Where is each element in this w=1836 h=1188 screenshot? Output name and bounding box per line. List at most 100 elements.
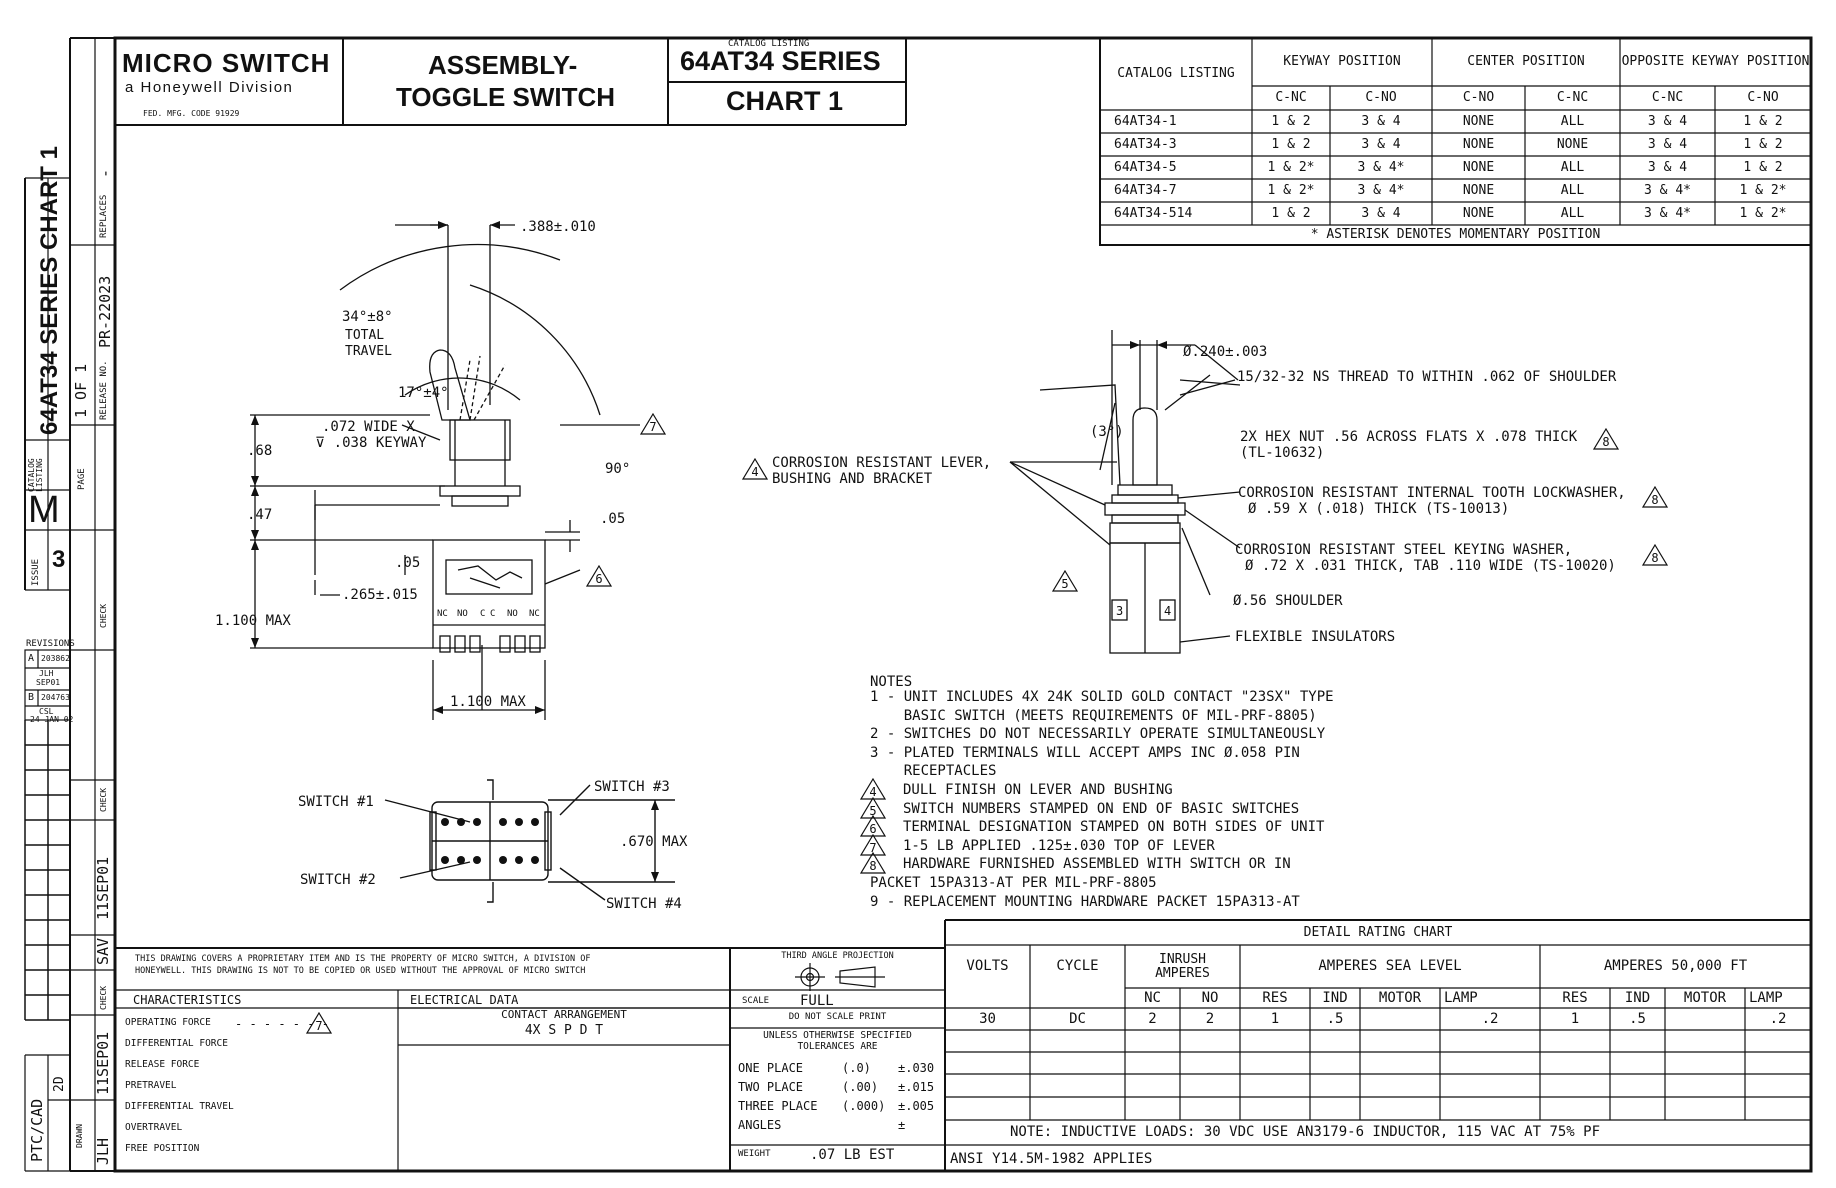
- contact-arrangement-value: 4X S P D T: [524, 1023, 604, 1039]
- catalog-footnote: * ASTERISK DENOTES MOMENTARY POSITION: [1310, 227, 1601, 243]
- note-line: SWITCH NUMBERS STAMPED ON END OF BASIC S…: [903, 800, 1300, 817]
- fed-code: FED. MFG. CODE 91929: [143, 109, 240, 118]
- note-flag: 7: [860, 833, 886, 856]
- hex-nut-line-1: 2X HEX NUT .56 ACROSS FLATS X .078 THICK: [1240, 429, 1578, 445]
- do-not-scale: DO NOT SCALE PRINT: [788, 1012, 887, 1023]
- title-line-1: ASSEMBLY-: [428, 50, 578, 80]
- angle-90: 90°: [605, 461, 631, 477]
- rating-subheader: MOTOR: [1683, 989, 1727, 1006]
- catalog-subheader: C-NC: [1275, 90, 1307, 106]
- proprietary-line-1: THIS DRAWING COVERS A PROPRIETARY ITEM A…: [135, 954, 591, 964]
- rev-a-by: JLH: [39, 669, 54, 678]
- catalog-cell: ALL: [1560, 159, 1585, 175]
- replaces-value: -: [96, 168, 114, 178]
- proprietary-line-2: HONEYWELL. THIS DRAWING IS NOT TO BE COP…: [135, 966, 586, 976]
- catalog-cell: 1 & 2*: [1739, 205, 1787, 221]
- characteristic-item: OPERATING FORCE: [125, 1017, 211, 1028]
- catalog-subheader: C-NC: [1556, 90, 1589, 106]
- check-label-1: CHECK: [99, 603, 108, 628]
- insulators-callout: FLEXIBLE INSULATORS: [1235, 629, 1396, 645]
- callout-8-flag-c: 8: [1642, 544, 1668, 566]
- tolerance-label: THREE PLACE: [738, 1099, 818, 1113]
- issue-number: 3: [52, 546, 66, 573]
- terminal-nc-2: NC: [529, 609, 540, 619]
- catalog-cell: ALL: [1560, 205, 1585, 221]
- characteristic-item: DIFFERENTIAL FORCE: [125, 1038, 228, 1049]
- weight-value: .07 LB EST: [810, 1147, 895, 1163]
- callout-7-flag: 7: [640, 413, 666, 435]
- series-title: 64AT34 SERIES: [680, 46, 881, 76]
- sea-level-header: AMPERES SEA LEVEL: [1318, 958, 1462, 975]
- rating-subheader: RES: [1262, 989, 1288, 1006]
- dim-670: .670 MAX: [620, 834, 688, 850]
- tolerance-label: ONE PLACE: [738, 1061, 804, 1075]
- note-flag: 6: [860, 815, 886, 837]
- callout-8-flag-b: 8: [1642, 486, 1668, 508]
- note-line: 3 - PLATED TERMINALS WILL ACCEPT AMPS IN…: [870, 744, 1300, 761]
- catalog-cell: 1 & 2: [1743, 136, 1783, 152]
- release-label: RELEASE NO.: [99, 360, 109, 420]
- note-line: PACKET 15PA313-AT PER MIL-PRF-8805: [870, 875, 1157, 891]
- note-line: HARDWARE FURNISHED ASSEMBLED WITH SWITCH…: [903, 856, 1291, 873]
- group-keyway: KEYWAY POSITION: [1283, 54, 1401, 70]
- shoulder-callout: Ø.56 SHOULDER: [1233, 593, 1343, 609]
- total-travel: TOTAL TRAVEL: [345, 328, 392, 359]
- inrush-header: INRUSH AMPERES: [1155, 951, 1210, 981]
- rating-value: .2: [1769, 1010, 1787, 1027]
- terminal-c-2: C: [490, 609, 496, 619]
- keyway-line-1: .072 WIDE X: [322, 419, 415, 435]
- dim-travel-34: 34°±8°: [342, 309, 393, 325]
- rating-subheader: LAMP: [1444, 989, 1478, 1006]
- switch-4-label: SWITCH #4: [606, 896, 682, 912]
- rev-b-letter: B: [28, 692, 35, 703]
- title-line-2: TOGGLE SWITCH: [396, 82, 616, 112]
- catalog-cell: 3 & 4*: [1644, 182, 1691, 198]
- catalog-cell: 3 & 4: [1647, 159, 1688, 175]
- lockwasher-line-2: Ø .59 X (.018) THICK (TS-10013): [1248, 501, 1510, 517]
- switch-number-4: 4: [1164, 604, 1172, 618]
- rating-subheader: MOTOR: [1378, 989, 1422, 1006]
- catalog-cell: 1 & 2: [1271, 113, 1311, 129]
- switch-2-label: SWITCH #2: [300, 872, 376, 888]
- rating-subheader: IND: [1322, 989, 1348, 1006]
- chart-number: CHART 1: [726, 86, 844, 116]
- lockwasher-line-1: CORROSION RESISTANT INTERNAL TOOTH LOCKW…: [1238, 485, 1626, 501]
- characteristic-item: DIFFERENTIAL TRAVEL: [125, 1101, 234, 1112]
- altitude-header: AMPERES 50,000 FT: [1603, 958, 1748, 975]
- catalog-cell: 1 & 2: [1271, 205, 1311, 221]
- rating-value: .5: [1326, 1010, 1344, 1027]
- callout-8-flag-a: 8: [1593, 428, 1619, 450]
- side-catalog-label: CATALOG LISTING: [27, 458, 44, 492]
- issue-label: ISSUE: [31, 558, 41, 586]
- page-label: PAGE: [77, 468, 87, 490]
- tolerance-format: (.000): [842, 1099, 886, 1113]
- corrosion-lever-line-2: BUSHING AND BRACKET: [772, 471, 933, 487]
- tolerance-value: ±.015: [898, 1080, 935, 1094]
- m-mark: M: [28, 489, 60, 531]
- characteristic-item: OVERTRAVEL: [125, 1122, 183, 1133]
- scale-value: FULL: [800, 993, 834, 1009]
- date-2: 11SEP01: [94, 1031, 112, 1095]
- catalog-cell: 1 & 2*: [1739, 182, 1787, 198]
- terminal-nc-1: NC: [437, 609, 448, 619]
- catalog-cell: 1 & 2: [1271, 136, 1311, 152]
- note-line: 9 - REPLACEMENT MOUNTING HARDWARE PACKET…: [870, 893, 1300, 910]
- dim-47: .47: [247, 507, 273, 523]
- switch-1-label: SWITCH #1: [298, 794, 374, 810]
- catalog-cell: 3 & 4*: [1357, 159, 1405, 175]
- group-opposite: OPPOSITE KEYWAY POSITION: [1621, 54, 1810, 70]
- tolerance-value: ±.030: [898, 1061, 935, 1075]
- rating-value: [1360, 1008, 1440, 1030]
- catalog-cell: NONE: [1462, 136, 1495, 152]
- projection-label: THIRD ANGLE PROJECTION: [781, 950, 894, 961]
- note-flag: 4: [860, 778, 886, 800]
- rev-a-letter: A: [28, 653, 35, 664]
- dim-240: Ø.240±.003: [1183, 344, 1268, 360]
- dim-05-top: .05: [600, 511, 626, 527]
- catalog-cell: 1 & 2: [1743, 113, 1783, 129]
- catalog-cell: NONE: [1462, 113, 1495, 129]
- note-flag: 8: [860, 852, 886, 874]
- tolerance-format: (.00): [842, 1080, 879, 1094]
